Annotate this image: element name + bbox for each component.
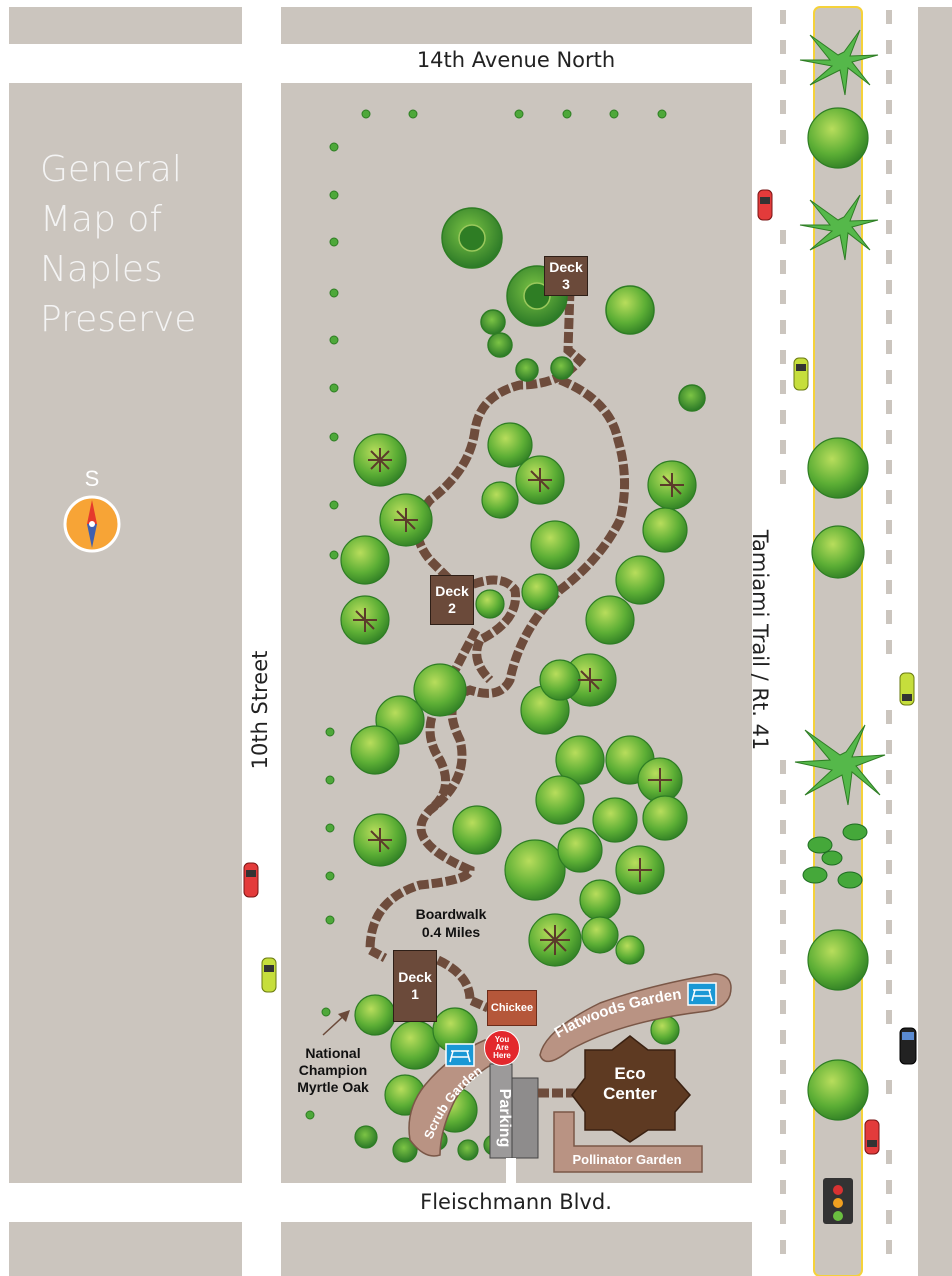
road-label-10th-street: 10th Street: [248, 650, 272, 770]
road-label-14th-avenue-north: 14th Avenue North: [416, 48, 616, 72]
boardwalk-label: Boardwalk 0.4 Miles: [415, 906, 487, 940]
arrow-icon: [322, 1010, 350, 1036]
palm-icon: [794, 29, 886, 1121]
deck-1-label: Deck: [398, 969, 432, 985]
deck-1[interactable]: Deck 1: [393, 950, 437, 1022]
chickee-hut[interactable]: Chickee: [487, 990, 537, 1026]
road-label-tamiami-trail: Tamiami Trail / Rt. 41: [748, 529, 772, 751]
deck-3-number: 3: [562, 276, 570, 292]
eco-center-building: [571, 1035, 692, 1143]
boardwalk-trail: [365, 289, 629, 1013]
hedge-shrubs: [305, 109, 667, 1120]
parking-lot: [489, 1063, 539, 1184]
deck-2[interactable]: Deck 2: [430, 575, 474, 625]
deck-2-label: Deck: [435, 583, 469, 599]
champion-myrtle-oak-label: National Champion Myrtle Oak: [297, 1045, 369, 1095]
car-icon: [243, 189, 917, 1155]
tree-icon: [340, 207, 706, 1163]
eco-center-label[interactable]: Eco Center: [603, 1064, 657, 1103]
compass-direction-label: S: [84, 466, 100, 491]
picnic-table-icon: [445, 982, 717, 1067]
deck-3-label: Deck: [549, 259, 583, 275]
you-are-here-marker: You Are Here: [484, 1030, 520, 1066]
map-title: General Map of Naples Preserve: [40, 149, 197, 340]
deck-3[interactable]: Deck 3: [544, 256, 588, 296]
road-label-fleischmann-blvd: Fleischmann Blvd.: [420, 1190, 612, 1214]
pollinator-garden-area: [553, 1111, 703, 1173]
traffic-light-icon: [823, 1178, 853, 1224]
compass-icon: [63, 495, 121, 553]
pollinator-garden-label: Pollinator Garden: [572, 1152, 682, 1167]
parking-label: Parking: [496, 1088, 513, 1148]
deck-2-number: 2: [448, 600, 456, 616]
deck-1-number: 1: [411, 986, 419, 1002]
